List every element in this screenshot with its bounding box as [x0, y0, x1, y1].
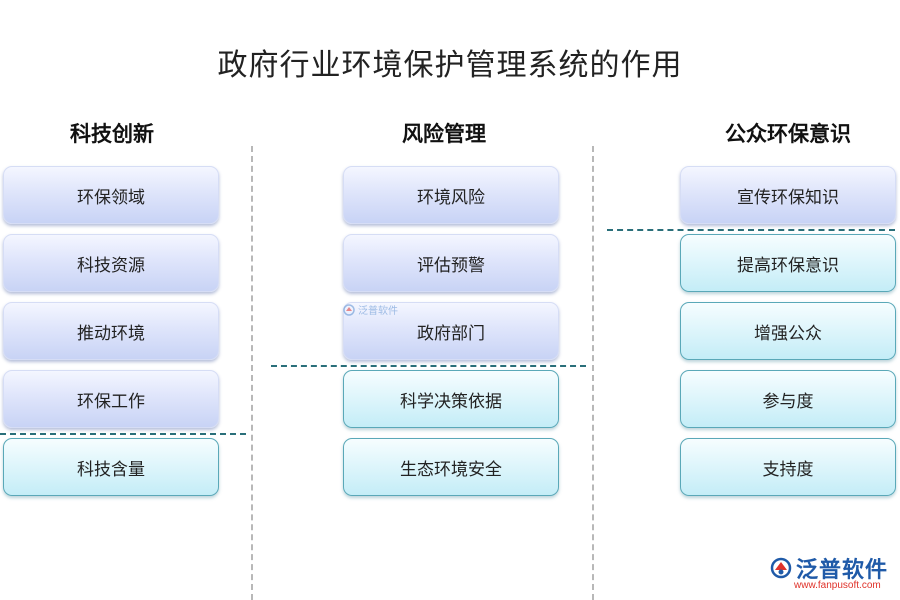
item-box: 政府部门: [343, 302, 559, 360]
item-box-highlight: 提高环保意识: [680, 234, 896, 292]
item-box-highlight: 科学决策依据: [343, 370, 559, 428]
column-heading-public-awareness: 公众环保意识: [725, 121, 851, 146]
item-box-highlight: 生态环境安全: [343, 438, 559, 496]
item-box-highlight: 增强公众: [680, 302, 896, 360]
logo-icon: [343, 303, 355, 316]
item-box: 宣传环保知识: [680, 166, 896, 224]
brand-logo: 泛普软件: [770, 552, 888, 584]
logo-text: 泛普软件: [796, 558, 889, 583]
logo-url: www.fanpusoft.com: [794, 580, 881, 591]
logo-icon: [770, 557, 792, 579]
item-box: 评估预警: [343, 234, 559, 292]
column-heading-tech-innovation: 科技创新: [70, 121, 154, 146]
watermark: 泛普软件: [343, 302, 398, 317]
column-heading-risk-management: 风险管理: [402, 121, 486, 146]
item-box: 推动环境: [3, 302, 219, 360]
item-box: 环境风险: [343, 166, 559, 224]
section-divider: [607, 229, 895, 231]
diagram-title: 政府行业环境保护管理系统的作用: [217, 48, 683, 83]
item-box-highlight: 科技含量: [3, 438, 219, 496]
item-box: 科技资源: [3, 234, 219, 292]
column-divider: [251, 146, 253, 600]
item-box-highlight: 支持度: [680, 438, 896, 496]
item-box: 环保工作: [3, 370, 219, 428]
column-divider: [592, 146, 594, 600]
item-box: 环保领域: [3, 166, 219, 224]
section-divider: [0, 433, 246, 435]
watermark-text: 泛普软件: [358, 306, 398, 317]
item-box-highlight: 参与度: [680, 370, 896, 428]
section-divider: [271, 365, 586, 367]
